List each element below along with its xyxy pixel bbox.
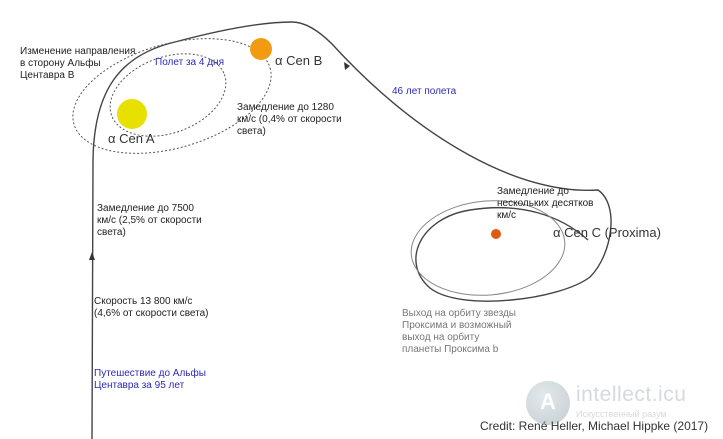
trajectory-path xyxy=(91,21,612,439)
star-alpha-cen-b xyxy=(250,38,272,60)
orbit-inner xyxy=(109,53,227,137)
arrow-up xyxy=(89,252,95,260)
label-alpha-cen-b: α Cen B xyxy=(275,53,323,68)
label-decel-7500: Замедление до 7500 км/с (2,5% от скорост… xyxy=(97,203,202,238)
watermark-logo: A intellect.icu Искусственный разум xyxy=(526,381,716,429)
label-orbit-proxima: Выход на орбиту звезды Проксима и возмож… xyxy=(402,308,516,355)
label-journey-95: Путешествие до Альфы Центавра за 95 лет xyxy=(94,368,206,391)
label-direction-change: Изменение направления в сторону Альфы Це… xyxy=(20,46,136,81)
watermark-subtitle: Искусственный разум xyxy=(576,409,667,419)
label-decel-1280: Замедление до 1280 км/с (0,4% от скорост… xyxy=(237,102,342,137)
label-alpha-cen-a: α Cen A xyxy=(108,131,155,146)
proxima-orbit xyxy=(410,200,566,296)
watermark-circle-icon xyxy=(526,381,570,425)
watermark-name: intellect.icu xyxy=(576,383,687,406)
watermark-glyph: A xyxy=(540,389,556,414)
label-flight-46-years: 46 лет полета xyxy=(392,86,457,97)
star-proxima xyxy=(491,229,501,239)
label-decel-tens: Замедление до нескольких десятков км/с xyxy=(497,186,594,221)
label-flight-4-days: Полет за 4 дня xyxy=(155,57,224,68)
orbit-outer xyxy=(72,38,272,154)
label-proxima: α Cen C (Proxima) xyxy=(553,225,661,240)
arrow-down-right xyxy=(344,62,350,70)
credit-text: Credit: René Heller, Michael Hippke (201… xyxy=(480,419,709,433)
star-alpha-cen-a xyxy=(117,99,147,129)
label-speed-13800: Скорость 13 800 км/с (4,6% от скорости с… xyxy=(94,296,209,319)
